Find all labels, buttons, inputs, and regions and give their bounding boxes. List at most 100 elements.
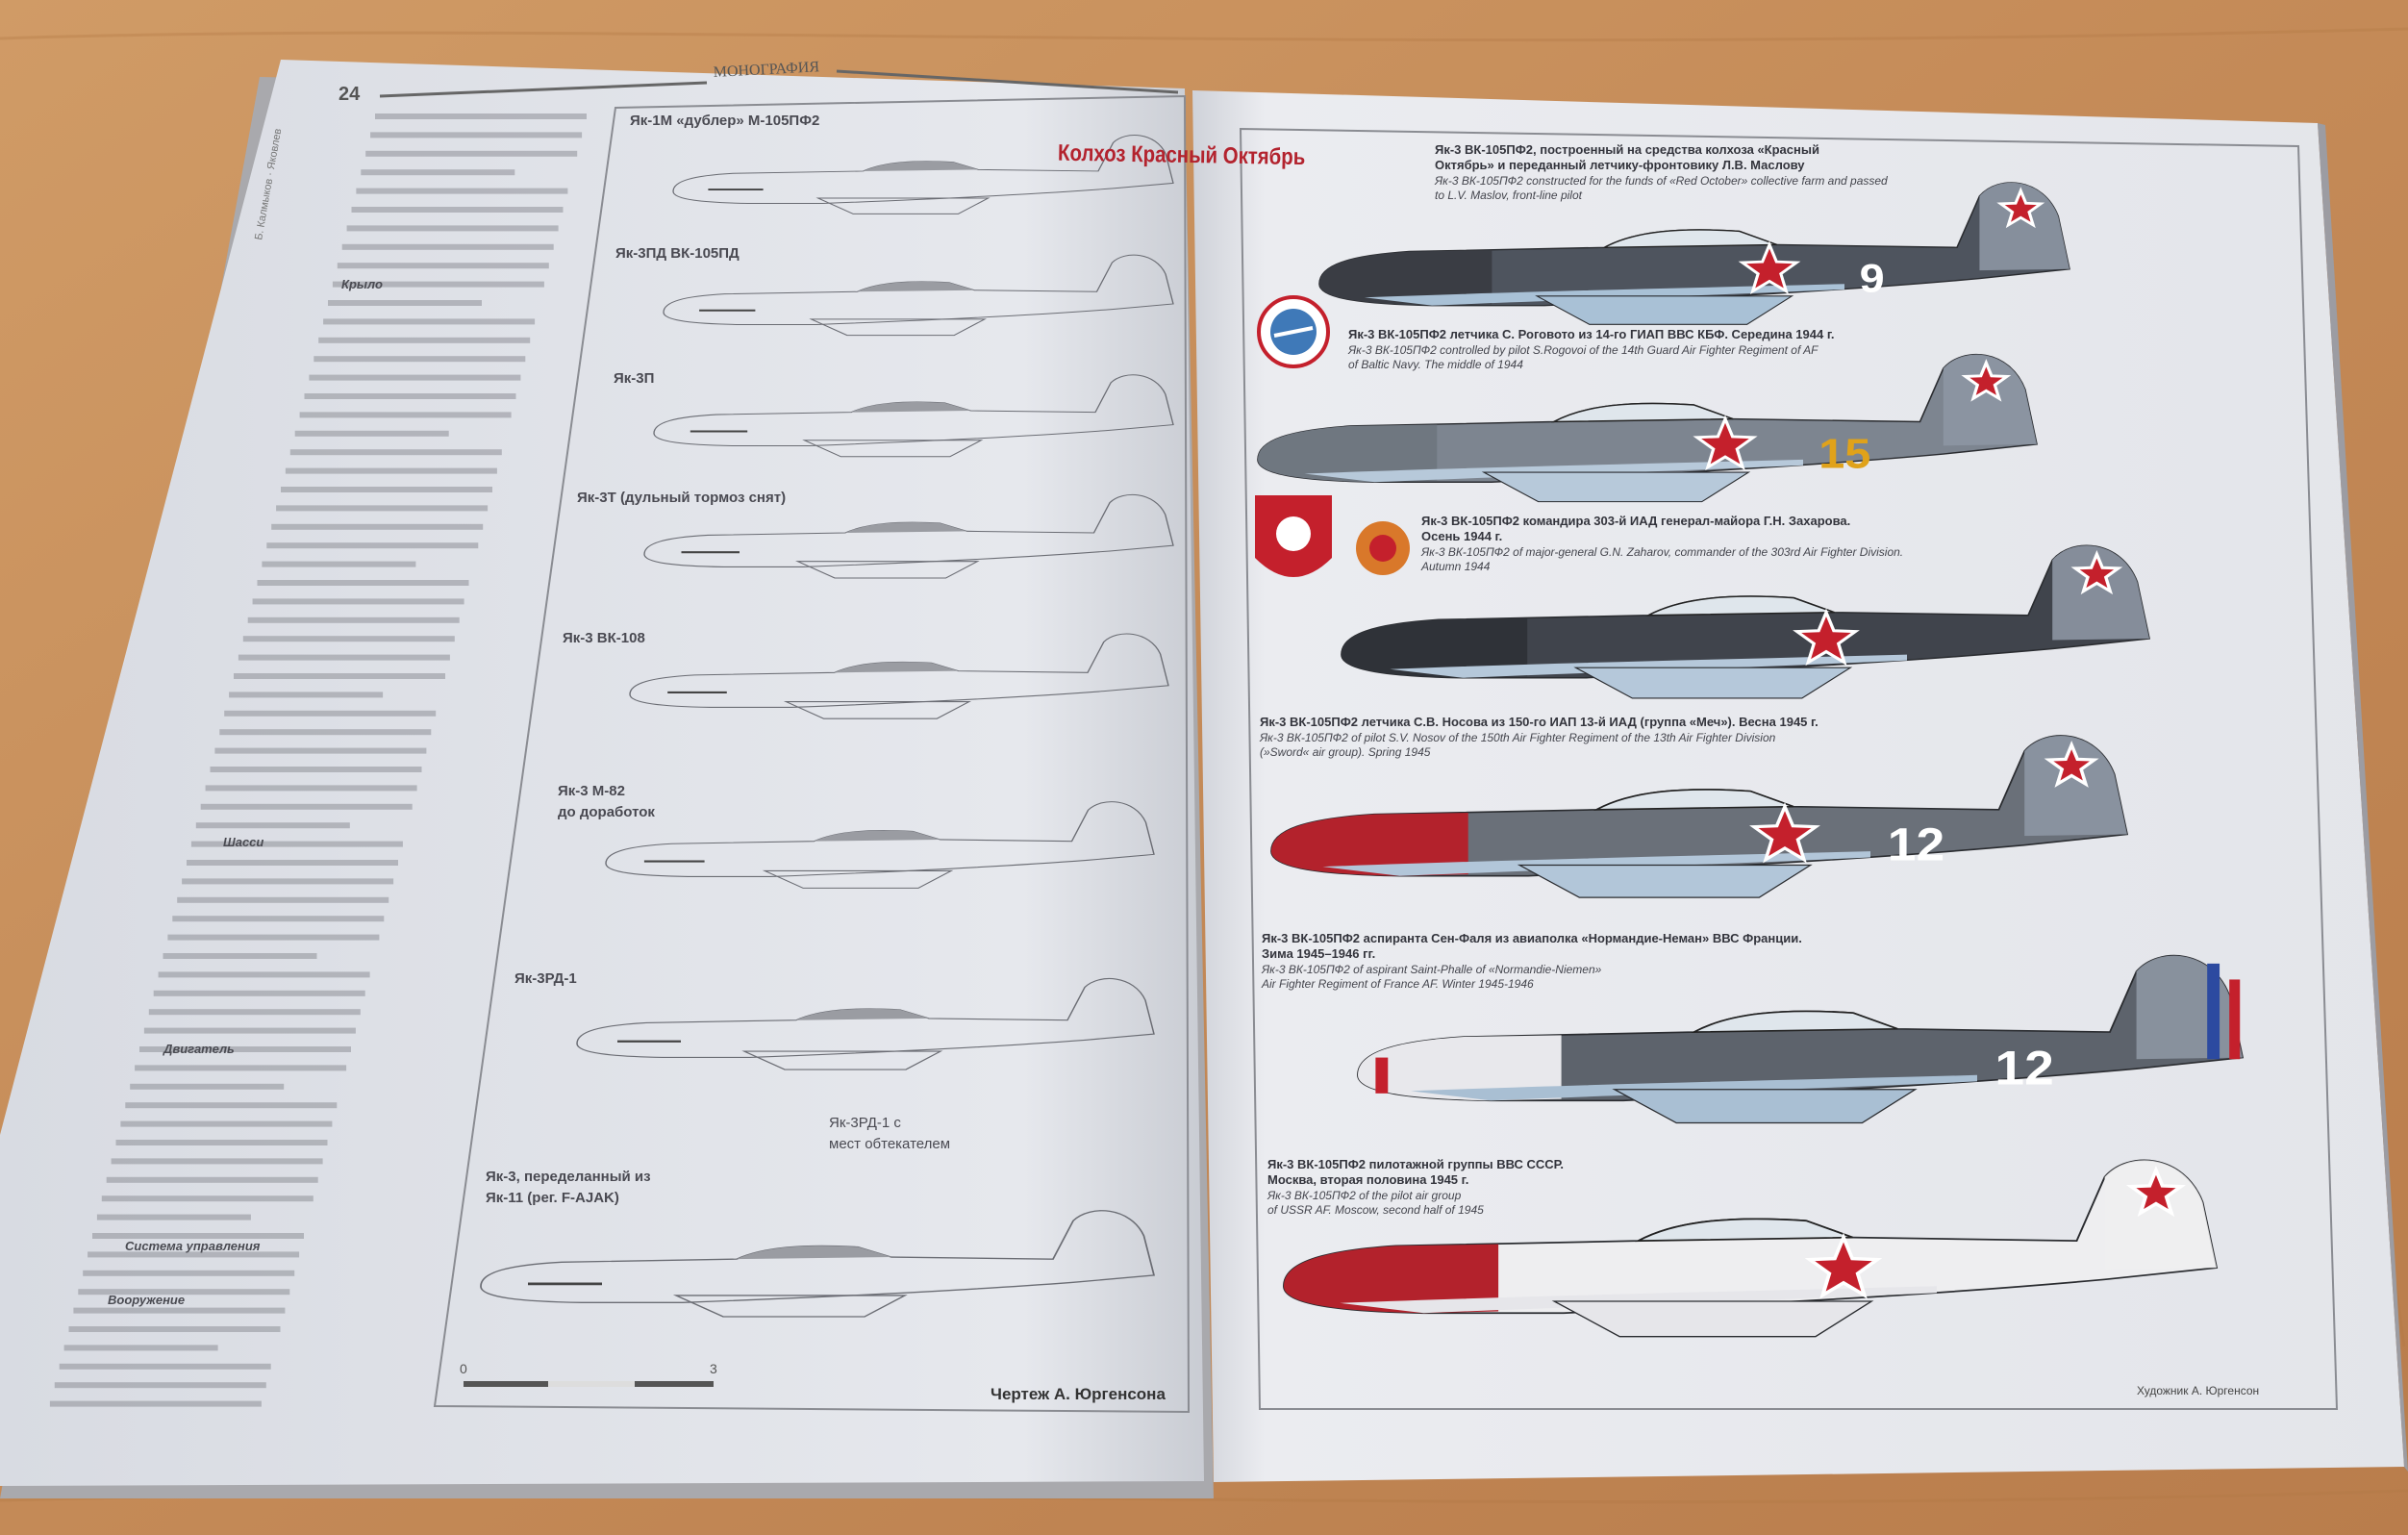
- caption-en: to L.V. Maslov, front-line pilot: [1435, 189, 1583, 202]
- text-line: [167, 934, 380, 941]
- section-heading: Шасси: [223, 835, 263, 849]
- colour-page-title: Колхоз Красный Октябрь: [1058, 139, 1306, 169]
- text-line: [143, 1027, 356, 1034]
- plane-line-drawing: [629, 633, 1169, 719]
- caption-en: of Baltic Navy. The middle of 1944: [1348, 358, 1523, 371]
- red-star-icon: [1693, 415, 1758, 471]
- text-line: [111, 1158, 323, 1165]
- body-text-column: [49, 113, 587, 1407]
- drawing-label: Як-3ПД ВК-105ПД: [615, 245, 740, 262]
- text-line: [187, 860, 398, 866]
- text-line: [78, 1289, 290, 1296]
- text-line: [200, 803, 413, 810]
- text-line: [106, 1176, 318, 1183]
- text-line: [88, 1251, 300, 1258]
- caption-ru: Як-3 ВК-105ПФ2 пилотажной группы ВВС ССС…: [1267, 1157, 1564, 1171]
- text-line: [96, 1214, 251, 1220]
- emblem-division: [1356, 521, 1410, 575]
- caption-ru: Осень 1944 г.: [1421, 529, 1502, 543]
- text-line: [210, 767, 422, 772]
- drawing-label-2: Як-11 (рег. F-AJAK): [486, 1190, 619, 1206]
- plane-line-drawing: [480, 1210, 1156, 1318]
- section-heading: Крыло: [341, 277, 383, 291]
- section-heading: Система управления: [125, 1239, 261, 1253]
- aircraft-profile: 12: [1357, 954, 2245, 1124]
- plane-line-drawing: [643, 493, 1174, 579]
- caption-ru: Як-3 ВК-105ПФ2 летчика С.В. Носова из 15…: [1260, 715, 1819, 729]
- plane-line-drawing: [605, 801, 1155, 889]
- text-line: [190, 841, 403, 847]
- drawing-label-extra: Як-3РД-1 с: [829, 1115, 901, 1131]
- caption-en: of USSR AF. Moscow, second half of 1945: [1267, 1203, 1484, 1217]
- text-line: [285, 467, 497, 474]
- text-line: [101, 1195, 314, 1202]
- drawing-label: Як-3, переделанный из: [486, 1169, 651, 1185]
- text-line: [266, 542, 479, 549]
- text-line: [83, 1270, 295, 1276]
- drawing-label: Як-3 М-82: [558, 783, 625, 799]
- text-line: [356, 188, 568, 194]
- text-line: [242, 636, 455, 642]
- caption-en: Air Fighter Regiment of France AF. Winte…: [1261, 977, 1534, 991]
- drawing-label-2: до доработок: [558, 804, 655, 820]
- text-line: [247, 617, 460, 623]
- text-line: [365, 150, 578, 157]
- caption-en: (»Sword« air group). Spring 1945: [1260, 745, 1431, 759]
- red-star-icon: [1996, 187, 2045, 229]
- section-heading: Вооружение: [108, 1293, 185, 1307]
- text-line: [257, 580, 469, 586]
- header-rule-right: [836, 69, 1179, 94]
- text-line: [323, 318, 536, 325]
- colour-credit: Художник А. Юргенсон: [2137, 1384, 2259, 1397]
- caption-en: Як-3 ВК-105ПФ2 constructed for the funds…: [1434, 174, 1888, 188]
- red-star-icon: [1804, 1232, 1883, 1299]
- caption-ru: Як-3 ВК-105ПФ2, построенный на средства …: [1435, 142, 1819, 157]
- caption-ru: Як-3 ВК-105ПФ2 аспиранта Сен-Фаля из ави…: [1262, 931, 1802, 945]
- text-line: [59, 1363, 271, 1370]
- text-line: [346, 225, 559, 232]
- aircraft-profile: 9: [1318, 182, 2070, 325]
- caption-en: Як-3 ВК-105ПФ2 of aspirant Saint-Phalle …: [1261, 963, 1602, 976]
- text-line: [351, 207, 564, 213]
- text-line: [318, 337, 531, 343]
- text-line: [153, 990, 365, 996]
- profile-frame: [1239, 127, 2339, 1410]
- text-line: [139, 1046, 351, 1052]
- aircraft-profile: 15: [1257, 353, 2038, 503]
- text-line: [125, 1102, 338, 1109]
- text-line: [289, 449, 502, 456]
- tactical-number: 12: [1888, 818, 1944, 870]
- text-line: [92, 1233, 304, 1239]
- text-line: [135, 1065, 347, 1071]
- emblem-george: [1255, 495, 1332, 577]
- text-line: [370, 132, 583, 138]
- caption-en: Як-3 ВК-105ПФ2 of the pilot air group: [1267, 1189, 1462, 1202]
- text-line: [238, 654, 450, 661]
- text-line: [271, 523, 484, 530]
- text-line: [205, 785, 417, 792]
- aircraft-profile: 12: [1270, 735, 2129, 898]
- svg-text:3: 3: [710, 1361, 717, 1376]
- text-line: [49, 1400, 262, 1407]
- drawing-frame: [433, 94, 1191, 1414]
- text-line: [224, 710, 437, 717]
- text-line: [262, 561, 416, 567]
- drawing-label: Як-3Т (дульный тормоз снят): [577, 490, 786, 506]
- text-line: [304, 393, 516, 399]
- red-star-icon: [2125, 1165, 2187, 1218]
- text-line: [332, 281, 544, 288]
- tactical-number: 9: [1860, 257, 1885, 301]
- red-star-icon: [1961, 359, 2012, 402]
- red-star-icon: [1738, 240, 1801, 294]
- text-line: [219, 729, 432, 736]
- emblem-baltic: [1257, 295, 1330, 368]
- scale-bar: 0 3: [460, 1361, 717, 1387]
- aircraft-profile: [1341, 544, 2150, 699]
- red-star-icon: [2070, 549, 2123, 595]
- plane-line-drawing: [663, 254, 1174, 337]
- text-line: [341, 243, 554, 250]
- text-line: [328, 300, 482, 306]
